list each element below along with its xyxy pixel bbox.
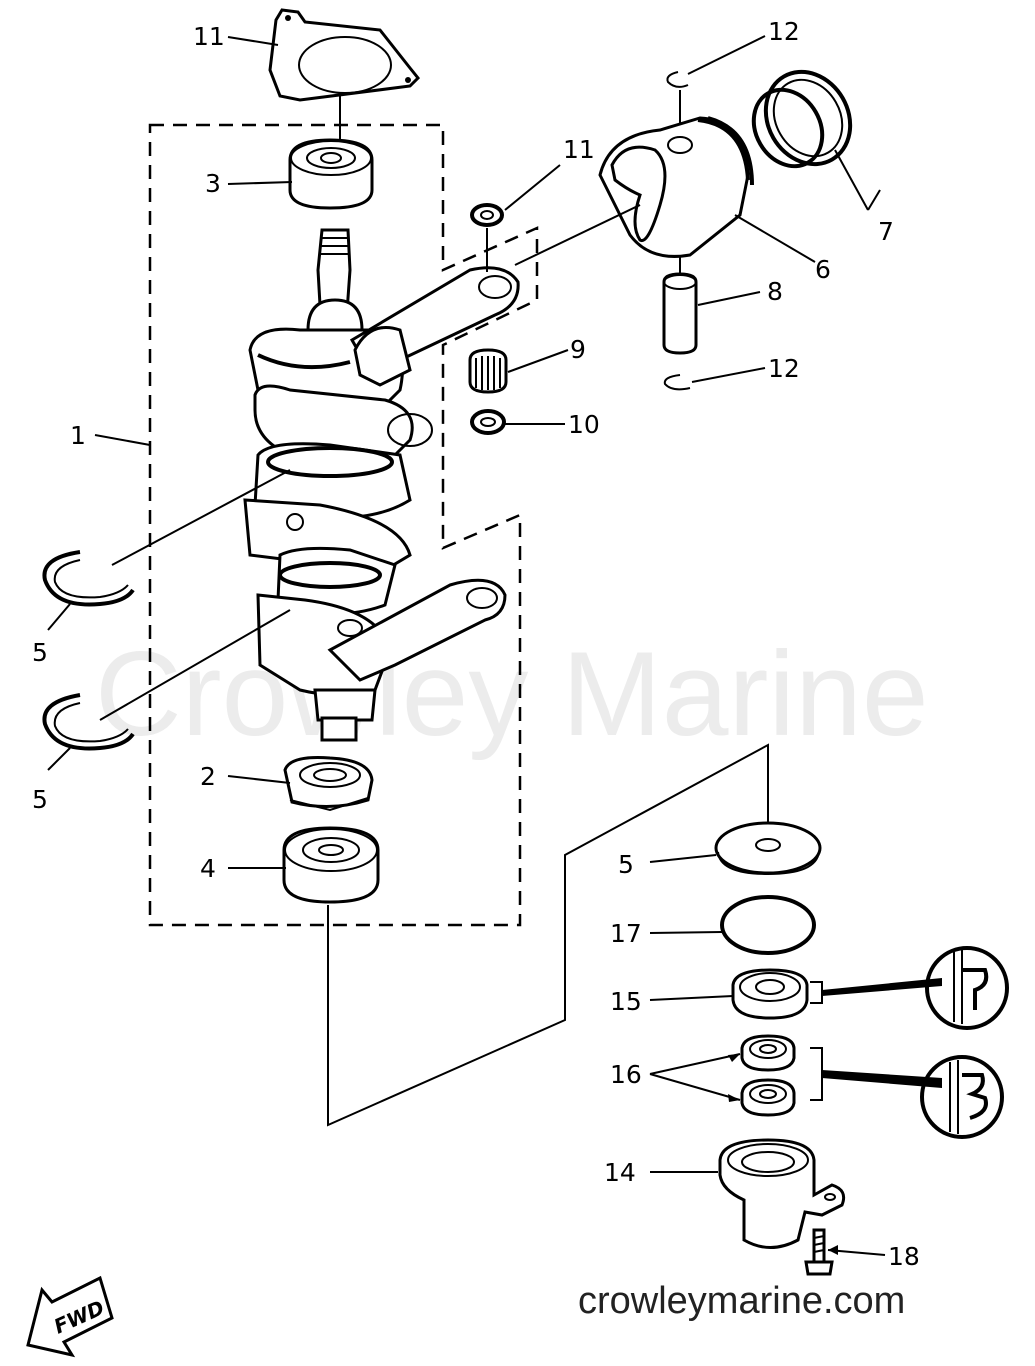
- bolt-part: [804, 1228, 834, 1276]
- footer-url: crowleymarine.com: [578, 1280, 905, 1322]
- oil-seal-large-part: [731, 968, 809, 1020]
- labyrinth-seal-part: [283, 756, 374, 812]
- callout-5-lower: 5: [32, 785, 48, 814]
- gasket-part: [268, 8, 421, 102]
- leader-lines: [47, 35, 886, 1256]
- callout-6: 5: [618, 850, 634, 879]
- lower-bearing-part: [282, 826, 380, 904]
- callout-9: 8: [767, 277, 783, 306]
- upper-bearing-part: [288, 138, 374, 210]
- seal-16-detail-view: [810, 1047, 1004, 1139]
- callout-14: 14: [604, 1158, 636, 1187]
- crankshaft-assembly-boundary: [148, 123, 539, 927]
- retaining-ring-lower-part: [42, 693, 135, 751]
- callout-5-upper: 5: [32, 638, 48, 667]
- callout-11-lower: 10: [568, 410, 600, 439]
- oil-seal-small-lower-part: [740, 1078, 796, 1117]
- fwd-label: FWD: [50, 1295, 108, 1338]
- crankshaft-part: [243, 228, 433, 742]
- needle-bearing-part: [468, 348, 508, 394]
- callout-7: 6: [815, 255, 831, 284]
- piston-rings-part: [751, 69, 853, 169]
- callout-11-upper: 11: [563, 135, 595, 164]
- callout-10: 9: [570, 335, 586, 364]
- circlip-lower-part: [663, 374, 691, 391]
- seal-15-detail-view: [810, 946, 1009, 1030]
- piston-part: [598, 116, 754, 258]
- watermark-text: Crowley Marine: [95, 627, 929, 761]
- callout-13: 11: [193, 22, 225, 51]
- retaining-ring-upper-part: [42, 550, 135, 607]
- callout-8: 7: [878, 217, 894, 246]
- group-connector-line: [327, 743, 769, 1127]
- callout-17: 17: [610, 919, 642, 948]
- callout-16: 16: [610, 1060, 642, 1089]
- forward-direction-arrow: FWD: [26, 1275, 114, 1358]
- piston-pin-part: [662, 272, 698, 355]
- thrust-washer-lower-part: [470, 409, 506, 435]
- callout-2: 2: [200, 762, 216, 791]
- thrust-washer-upper-part: [470, 203, 504, 227]
- callout-15: 15: [610, 987, 642, 1016]
- callout-12-lower: 12: [768, 354, 800, 383]
- lower-housing-part: [718, 1138, 846, 1249]
- callout-18: 18: [888, 1242, 920, 1271]
- callout-12-upper: 12: [768, 17, 800, 46]
- lower-connecting-rod-part: [327, 578, 507, 682]
- thrust-washer-part: [714, 821, 822, 876]
- callout-3: 3: [205, 169, 221, 198]
- o-ring-part: [720, 895, 816, 955]
- callout-1: 1: [70, 421, 86, 450]
- oil-seal-small-upper-part: [740, 1034, 796, 1072]
- circlip-upper-part: [666, 71, 689, 88]
- callout-4: 4: [200, 854, 216, 883]
